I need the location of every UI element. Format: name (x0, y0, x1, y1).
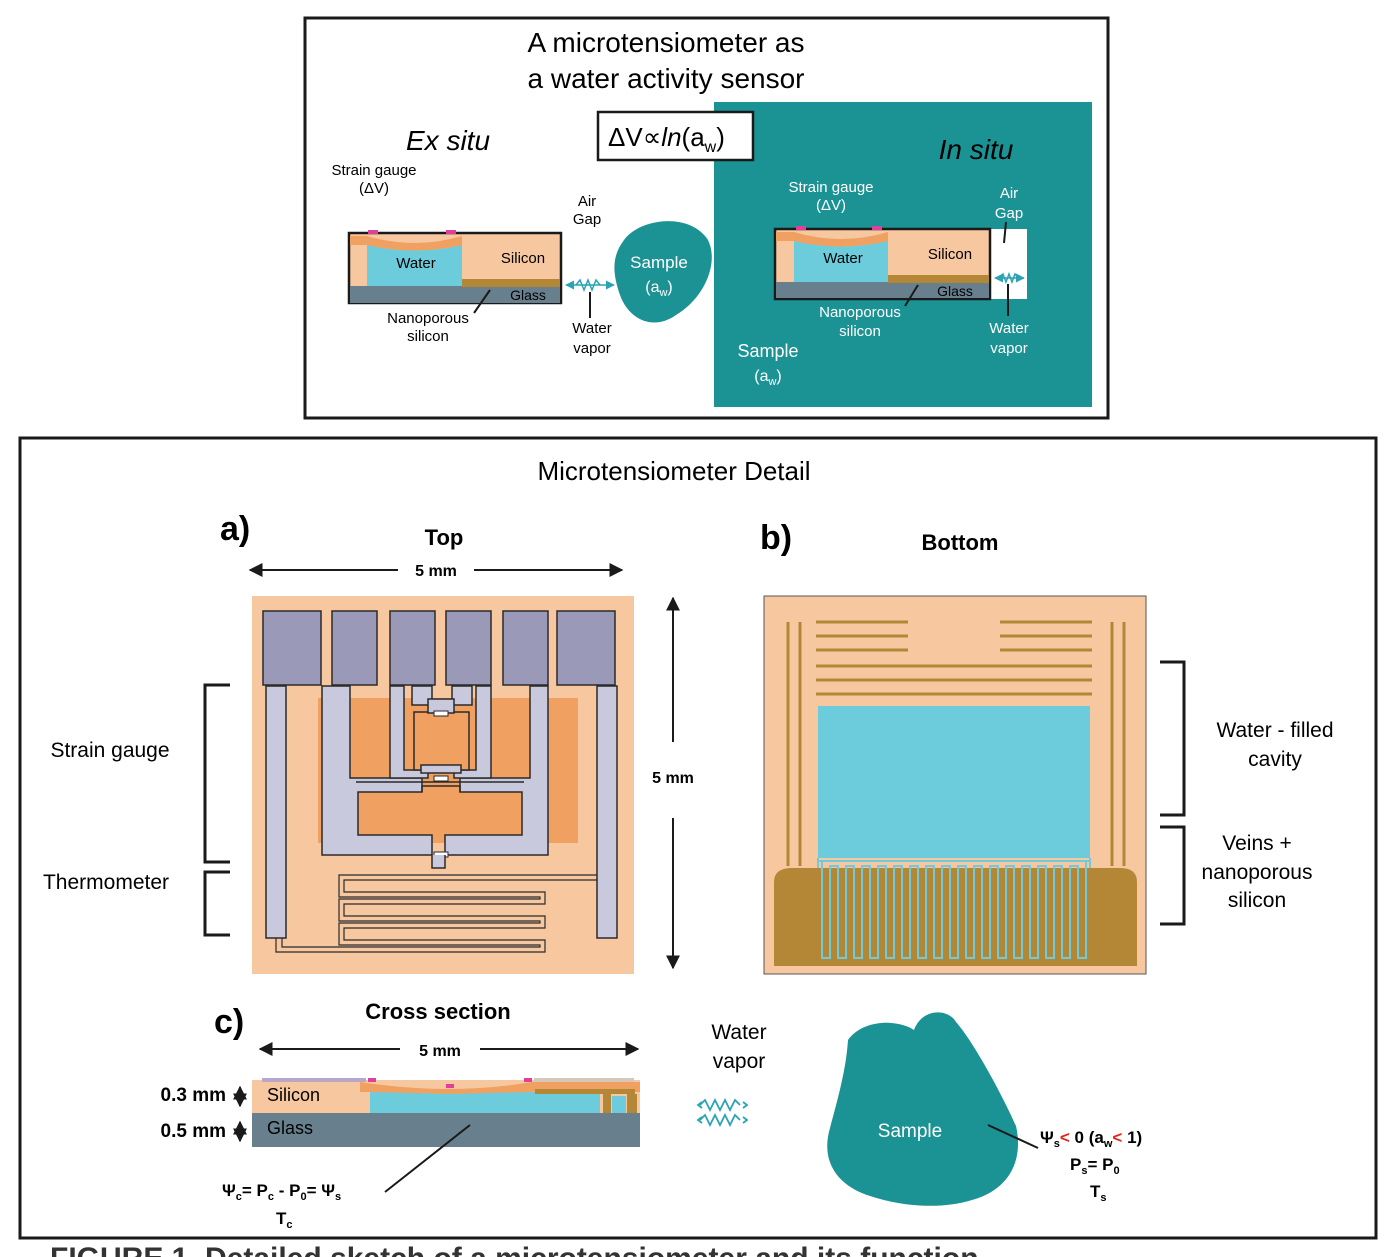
ex-situ-sample-label: Sample (630, 253, 688, 272)
cross-section-silicon-label: Silicon (267, 1085, 320, 1105)
panel-c-width-dimension: 5 mm (419, 1043, 461, 1060)
ex-situ-water-vapor-label: Water (572, 320, 611, 337)
svg-text:nanoporous: nanoporous (1202, 861, 1313, 884)
svg-text:Ps= P0: Ps= P0 (1070, 1155, 1120, 1177)
in-situ-glass-label: Glass (937, 283, 973, 299)
detail-panel: Microtensiometer Detail a) Top 5 mm (18, 436, 1378, 1240)
ex-situ-heading: Ex situ (406, 125, 490, 156)
cross-section-glass (252, 1113, 640, 1147)
ex-situ-sample-blob (614, 221, 712, 323)
in-situ-nanoporous-layer (888, 275, 989, 283)
cross-section-water-cavity (370, 1092, 600, 1113)
svg-text:silicon: silicon (1228, 889, 1286, 912)
panel-b-bottom-view: b) Bottom (760, 519, 1334, 975)
svg-text:(aw): (aw) (645, 279, 673, 299)
ex-situ-silicon-label: Silicon (501, 250, 545, 267)
in-situ-water-vapor-label: Water (989, 320, 1028, 337)
in-situ-sample-label: Sample (737, 341, 798, 361)
in-situ-water-label: Water (823, 250, 862, 267)
glass-thickness: 0.5 mm (161, 1121, 226, 1142)
panel-a-title: Top (425, 525, 464, 550)
cross-section-glass-label: Glass (267, 1118, 313, 1138)
ex-situ-nanoporous-layer (462, 279, 560, 287)
svg-text:vapor: vapor (573, 340, 611, 357)
panel-b-label: b) (760, 519, 792, 557)
water-vapor-arrows (696, 1097, 749, 1128)
panel-c-label: c) (214, 1003, 244, 1041)
in-situ-diagram: In situ Strain gauge (ΔV) Water Silicon … (737, 134, 1028, 388)
contact-pads (262, 610, 616, 686)
svg-text:(aw): (aw) (754, 368, 782, 388)
svg-text:silicon: silicon (407, 328, 449, 345)
svg-text:cavity: cavity (1248, 748, 1302, 771)
nanoporous-silicon-region (774, 868, 1137, 966)
equation-text: ΔV∝ln(aw) (608, 122, 725, 156)
water-filled-cavity (818, 706, 1090, 858)
panel-a-width-dimension: 5 mm (415, 563, 457, 580)
veins-comb (821, 861, 1087, 959)
detail-title: Microtensiometer Detail (537, 456, 810, 486)
thermometer-bracket (203, 870, 230, 937)
ex-situ-air-gap-label: Air (578, 193, 596, 210)
in-situ-silicon-label: Silicon (928, 246, 972, 263)
cavity-bracket (1160, 660, 1186, 817)
veins-bracket (1160, 825, 1186, 926)
veins-label: Veins + (1222, 832, 1291, 855)
thermometer-serpentine (275, 874, 597, 953)
in-situ-strain-gauge-label: Strain gauge (788, 179, 873, 196)
svg-text:Ts: Ts (1090, 1182, 1107, 1204)
panel-a-label: a) (220, 510, 250, 548)
svg-text:(ΔV): (ΔV) (359, 180, 389, 197)
cross-section-water-vapor-label: Water (711, 1021, 766, 1044)
cross-section-sample-label: Sample (878, 1121, 942, 1142)
cavity-water-potential-equation: Ψc= Pc - P0= Ψs (222, 1181, 341, 1203)
bottom-vein-lines (786, 620, 1126, 866)
cavity-label: Water - filled (1216, 719, 1333, 742)
panel-c-cross-section: c) Cross section 5 mm Silicon Glass 0.3 … (161, 999, 1143, 1231)
ex-situ-diagram: Ex situ Strain gauge (ΔV) Water Silicon … (331, 125, 712, 357)
ex-situ-glass-layer (350, 286, 560, 303)
in-situ-water-cavity (794, 241, 888, 282)
strain-gauge-bracket (203, 683, 230, 864)
panel-c-title: Cross section (365, 999, 511, 1024)
ex-situ-glass-label: Glass (510, 287, 546, 303)
top-title-line2: a water activity sensor (528, 63, 805, 94)
svg-text:vapor: vapor (990, 340, 1028, 357)
strain-gauge-traces (265, 685, 618, 939)
thermometer-label: Thermometer (43, 871, 169, 894)
svg-text:(ΔV): (ΔV) (816, 197, 846, 214)
ex-situ-nanoporous-label: Nanoporous (387, 310, 469, 327)
svg-text:Gap: Gap (995, 205, 1023, 222)
cross-section-sample-blob (827, 1012, 1019, 1206)
in-situ-nanoporous-label: Nanoporous (819, 304, 901, 321)
svg-text:vapor: vapor (713, 1050, 766, 1073)
in-situ-heading: In situ (939, 134, 1014, 165)
equation-box (596, 110, 755, 162)
in-situ-glass-layer (776, 282, 989, 298)
top-panel: A microtensiometer as a water activity s… (303, 16, 1110, 420)
in-situ-air-gap-label: Air (1000, 185, 1018, 202)
ex-situ-water-cavity (367, 245, 462, 286)
panel-a-height-dimension: 5 mm (652, 770, 694, 787)
svg-text:silicon: silicon (839, 323, 881, 340)
panel-a-top-view: a) Top 5 mm (43, 510, 694, 974)
ex-situ-water-label: Water (396, 255, 435, 272)
top-title-line1: A microtensiometer as (528, 27, 805, 58)
figure-caption-fragment: FIGURE 1. Detailed sketch of a microtens… (50, 1242, 979, 1257)
silicon-thickness: 0.3 mm (161, 1085, 226, 1106)
ex-situ-strain-gauge-label: Strain gauge (331, 162, 416, 179)
svg-text:Tc: Tc (276, 1209, 293, 1231)
strain-gauge-label: Strain gauge (50, 739, 169, 762)
sample-water-potential-equation: Ψs< 0 (aw< 1) (1040, 1128, 1142, 1150)
panel-b-title: Bottom (922, 530, 999, 555)
ex-situ-gauge-contact (368, 230, 378, 234)
svg-text:Gap: Gap (573, 211, 601, 228)
